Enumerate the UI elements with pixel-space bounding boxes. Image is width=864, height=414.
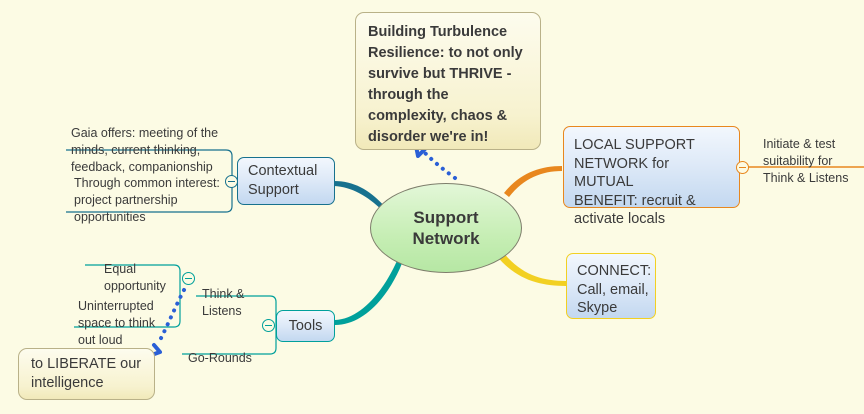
- connector-local-support-network: [504, 166, 562, 197]
- central-node-label: Support Network: [412, 207, 480, 248]
- toggle-contextual-support[interactable]: [225, 175, 238, 188]
- node-connect-label: CONNECT: Call, email, Skype: [577, 263, 652, 317]
- toggle-think-and-listens[interactable]: [182, 272, 195, 285]
- node-contextual-support[interactable]: Contextual Support: [237, 157, 335, 205]
- node-tools[interactable]: Tools: [276, 310, 335, 342]
- leaf-go-rounds-label: Go-Rounds: [188, 351, 252, 365]
- leaf-go-rounds[interactable]: Go-Rounds: [188, 333, 278, 367]
- connector-connect: [496, 251, 566, 286]
- node-contextual-support-label: Contextual Support: [248, 163, 318, 198]
- leaf-equal-opportunity[interactable]: Equal opportunity: [104, 244, 194, 295]
- leaf-think-and-listens-label: Think & Listens: [202, 287, 245, 318]
- node-connect[interactable]: CONNECT: Call, email, Skype: [566, 253, 656, 319]
- callout-building-turbulence-resilience[interactable]: Building Turbulence Resilience: to not o…: [355, 12, 541, 150]
- central-node-support-network[interactable]: Support Network: [370, 183, 522, 273]
- leaf-think-and-listens[interactable]: Think & Listens: [202, 269, 272, 320]
- leaf-uninterrupted-space[interactable]: Uninterrupted space to think out loud: [78, 281, 178, 349]
- node-local-support-network-label: LOCAL SUPPORT NETWORK for MUTUAL BENEFIT…: [574, 137, 696, 228]
- connector-tools: [335, 256, 404, 325]
- toggle-tools[interactable]: [262, 319, 275, 332]
- toggle-local-support-network[interactable]: [736, 161, 749, 174]
- leaf-initiate-and-test[interactable]: Initiate & test suitability for Think & …: [763, 119, 859, 187]
- callout-turbulence-label: Building Turbulence Resilience: to not o…: [368, 24, 523, 146]
- leaf-equal-opportunity-label: Equal opportunity: [104, 262, 166, 293]
- node-local-support-network[interactable]: LOCAL SUPPORT NETWORK for MUTUAL BENEFIT…: [563, 126, 740, 227]
- leaf-through-common-interest[interactable]: Through common interest: project partner…: [74, 158, 234, 226]
- leaf-through-common-interest-label: Through common interest: project partner…: [74, 176, 220, 224]
- leaf-initiate-and-test-label: Initiate & test suitability for Think & …: [763, 137, 849, 185]
- leaf-uninterrupted-space-label: Uninterrupted space to think out loud: [78, 299, 156, 347]
- callout-liberate-label: to LIBERATE our intelligence: [31, 355, 142, 391]
- relationship-arrow-turbulence: [423, 151, 457, 180]
- node-tools-label: Tools: [288, 317, 323, 334]
- leaf-gaia-offers-label: Gaia offers: meeting of the minds, curre…: [71, 126, 219, 174]
- leaf-gaia-offers[interactable]: Gaia offers: meeting of the minds, curre…: [71, 108, 231, 176]
- callout-liberate-intelligence[interactable]: to LIBERATE our intelligence: [18, 348, 155, 400]
